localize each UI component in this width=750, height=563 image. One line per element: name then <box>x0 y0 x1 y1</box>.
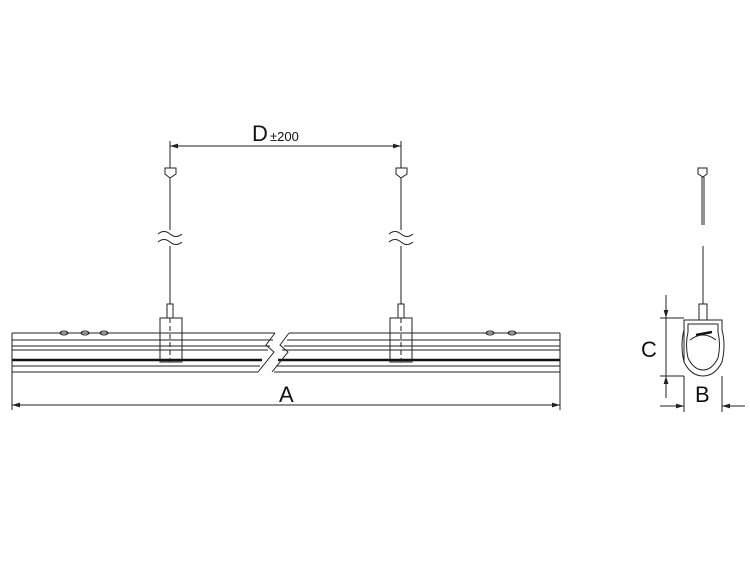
dimension-d: D ±200 <box>169 121 402 168</box>
side-view: C B <box>641 167 745 412</box>
front-view: D ±200 <box>11 121 561 410</box>
dimension-b-label: B <box>695 382 710 407</box>
dimension-d-label: D <box>252 121 268 146</box>
right-suspension-cable <box>388 167 414 319</box>
luminaire-profile <box>681 319 725 377</box>
dimension-b: B <box>660 376 745 412</box>
luminaire-body-right <box>271 317 561 373</box>
side-suspension-cable <box>697 167 708 321</box>
dimension-d-tolerance: ±200 <box>270 129 299 144</box>
dimension-a-label: A <box>279 382 294 407</box>
dimension-c: C <box>641 295 684 398</box>
left-suspension-cable <box>157 167 183 319</box>
dimension-a: A <box>11 372 561 410</box>
luminaire-body-left <box>11 317 276 373</box>
dimension-c-label: C <box>641 337 657 362</box>
